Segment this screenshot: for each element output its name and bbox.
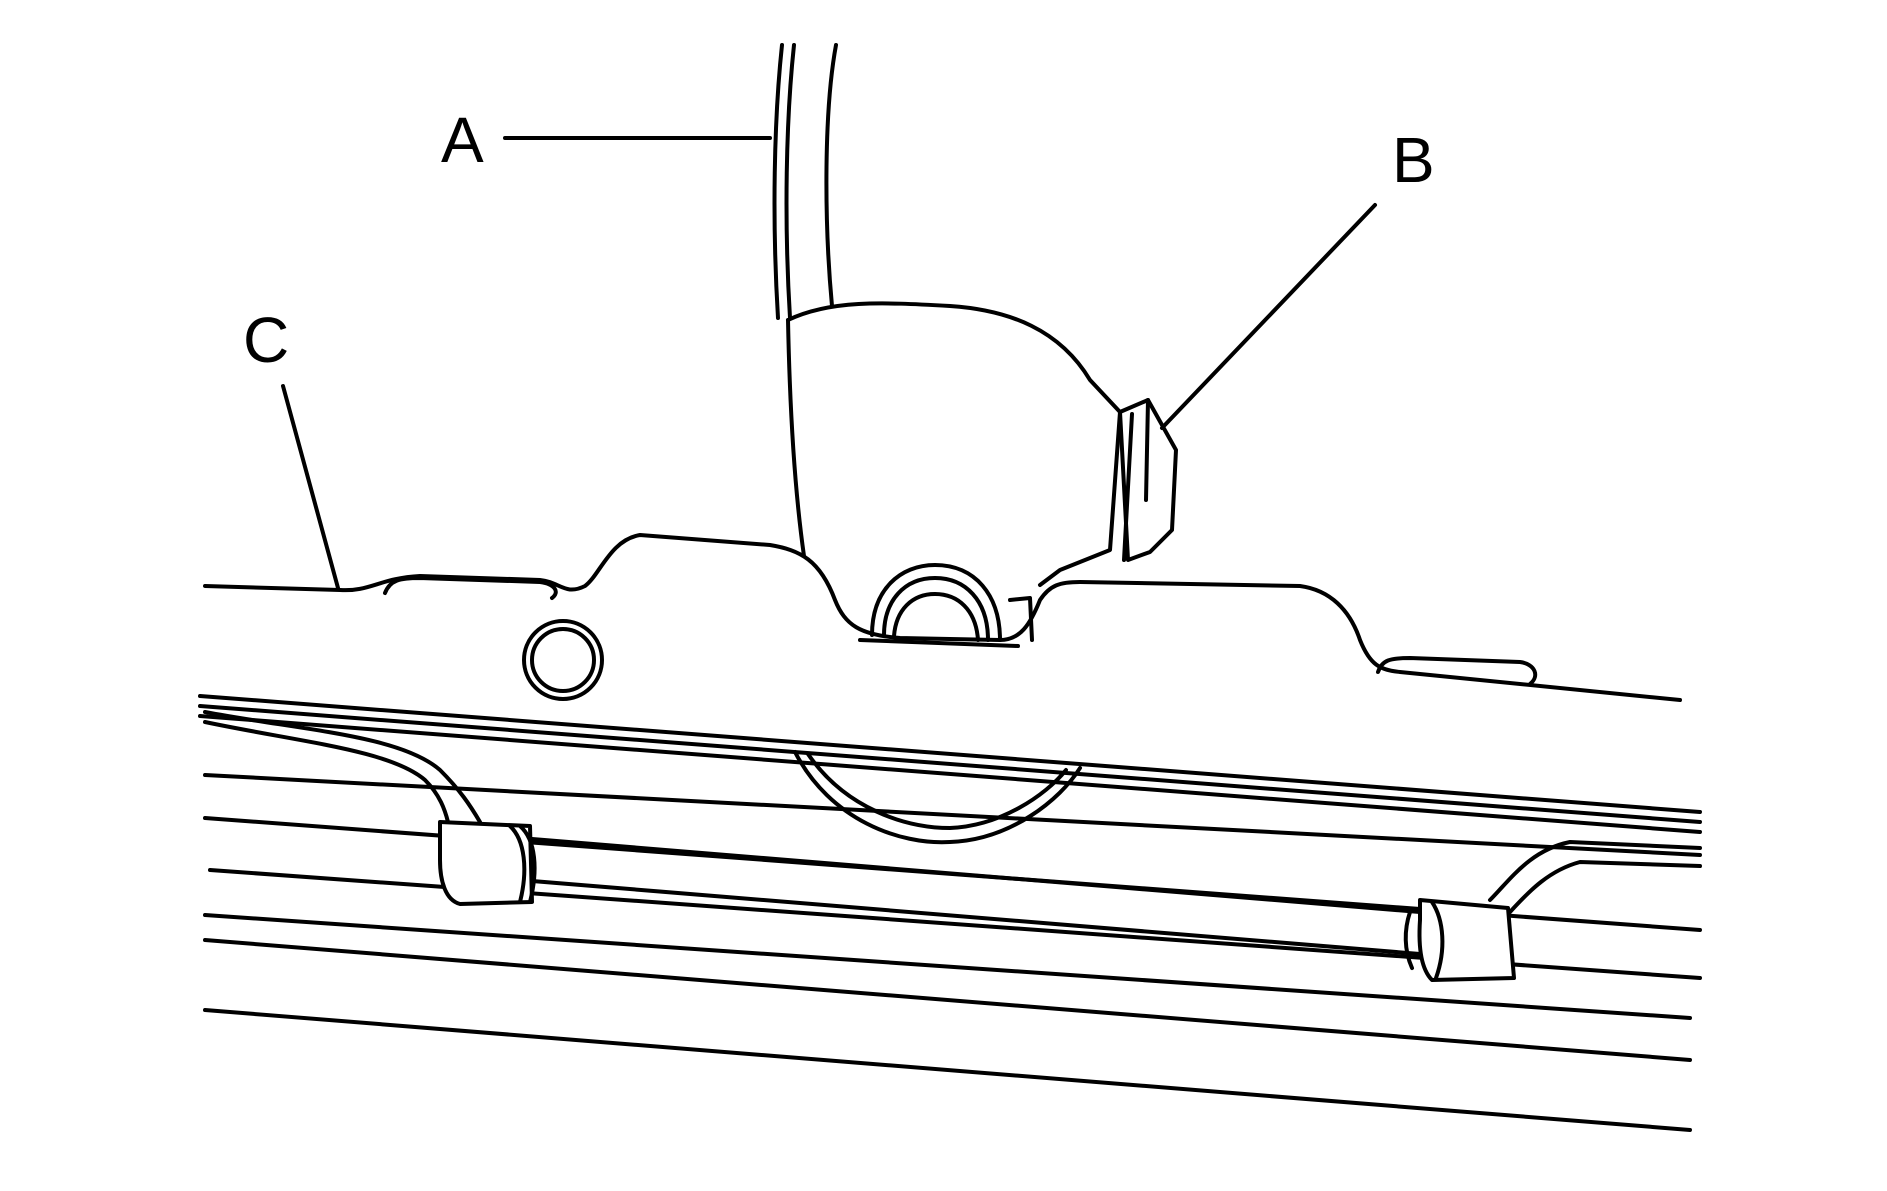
leader-line-b [1160, 203, 1377, 430]
callout-label-b: B [1392, 124, 1435, 196]
center-nut [870, 563, 1034, 642]
retaining-tab [1038, 398, 1178, 587]
motor-housing [793, 750, 1082, 845]
leader-line-c [281, 384, 340, 590]
callout-a: A [441, 104, 772, 176]
bolt-left [522, 619, 604, 701]
callout-b: B [1160, 124, 1435, 430]
cable-rod [772, 43, 838, 320]
housing-body [786, 301, 1122, 558]
callout-label-c: C [243, 304, 289, 376]
upper-rail [203, 533, 1682, 702]
callout-c: C [243, 304, 340, 590]
hose-assembly [203, 710, 1702, 982]
callout-label-a: A [441, 104, 484, 176]
